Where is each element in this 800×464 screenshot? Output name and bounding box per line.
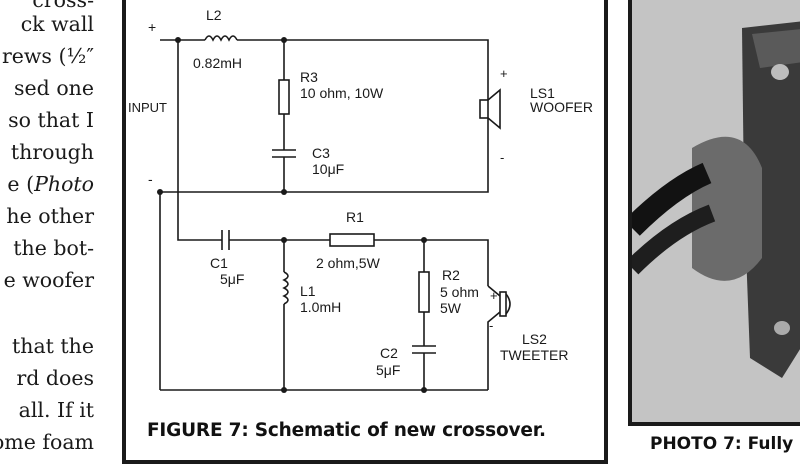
photo-image — [632, 0, 800, 422]
ls2-minus-label: - — [489, 318, 493, 333]
junction-dot — [281, 387, 287, 393]
l1-label: L1 — [300, 283, 316, 299]
junction-dot — [421, 237, 427, 243]
c1-value: 5μF — [220, 271, 244, 287]
l1-value: 1.0mH — [300, 299, 341, 315]
text-line: e woofer — [3, 268, 94, 292]
wire — [177, 40, 222, 241]
ls1-label: LS1 — [530, 85, 555, 101]
junction-dot — [175, 37, 181, 43]
text-line: he other — [6, 204, 94, 228]
photo-caption: PHOTO 7: Fully — [650, 434, 794, 454]
junction-dot — [281, 37, 287, 43]
woofer-magnet — [479, 99, 489, 119]
woofer-cone — [487, 88, 501, 130]
r2-value-1: 5 ohm — [440, 284, 479, 300]
wire — [487, 311, 501, 390]
input-minus-label: - — [148, 171, 153, 187]
inductor-l2 — [204, 35, 238, 42]
tweeter-magnet — [499, 291, 507, 317]
left-text-column: cross- ck wall rews (½″ sed one so that … — [0, 0, 96, 450]
text-line-part: e ( — [7, 172, 35, 196]
ls1-name: WOOFER — [530, 99, 593, 115]
text-line: through — [10, 140, 94, 164]
c2-value: 5μF — [376, 362, 400, 378]
wire — [487, 285, 501, 297]
text-line: e (Photo — [7, 172, 94, 196]
text-line: that the — [12, 334, 94, 358]
photo — [628, 0, 800, 426]
r2-value-2: 5W — [440, 300, 462, 316]
r3-value: 10 ohm, 10W — [300, 85, 384, 101]
inductor-l1 — [282, 271, 289, 305]
junction-dot — [421, 387, 427, 393]
text-line-italic: Photo — [34, 172, 94, 196]
wire — [237, 39, 489, 100]
input-plus-label: + — [148, 19, 156, 35]
ls2-plus-label: + — [490, 288, 498, 303]
text-line: sed one — [14, 76, 94, 100]
ls1-plus-label: + — [500, 66, 508, 81]
text-line: rd does — [16, 366, 94, 390]
text-line: rews (½″ — [1, 44, 94, 68]
r1-value: 2 ohm,5W — [316, 255, 381, 271]
r1-label: R1 — [346, 209, 364, 225]
ls2-label: LS2 — [522, 331, 547, 347]
text-line: the bot- — [13, 236, 94, 260]
c2-label: C2 — [380, 345, 398, 361]
text-line: so that I — [8, 108, 94, 132]
resistor-r1 — [329, 233, 375, 247]
text-line: all. If it — [18, 398, 94, 422]
c3-label: C3 — [312, 145, 330, 161]
ls1-minus-label: - — [500, 150, 504, 165]
text-line: ome foam — [0, 430, 94, 450]
resistor-r2 — [418, 271, 430, 313]
crossover-schematic: + - INPUT L2 0.82mH R3 10 ohm, 10W C3 10… — [128, 7, 593, 393]
r2-label: R2 — [442, 267, 460, 283]
resistor-r3 — [278, 79, 290, 115]
input-label: INPUT — [128, 100, 167, 115]
text-line: ck wall — [20, 12, 94, 36]
c1-label: C1 — [210, 255, 228, 271]
ls2-name: TWEETER — [500, 347, 568, 363]
l2-label: L2 — [206, 7, 222, 23]
c3-value: 10μF — [312, 161, 344, 177]
junction-dot — [281, 237, 287, 243]
r3-label: R3 — [300, 69, 318, 85]
tweeter-dome — [505, 293, 511, 315]
figure-caption: FIGURE 7: Schematic of new crossover. — [147, 420, 546, 441]
l2-value: 0.82mH — [193, 55, 242, 71]
wire — [374, 239, 489, 286]
junction-dot — [281, 189, 287, 195]
text-line: cross- — [32, 0, 94, 12]
wire — [160, 118, 489, 193]
